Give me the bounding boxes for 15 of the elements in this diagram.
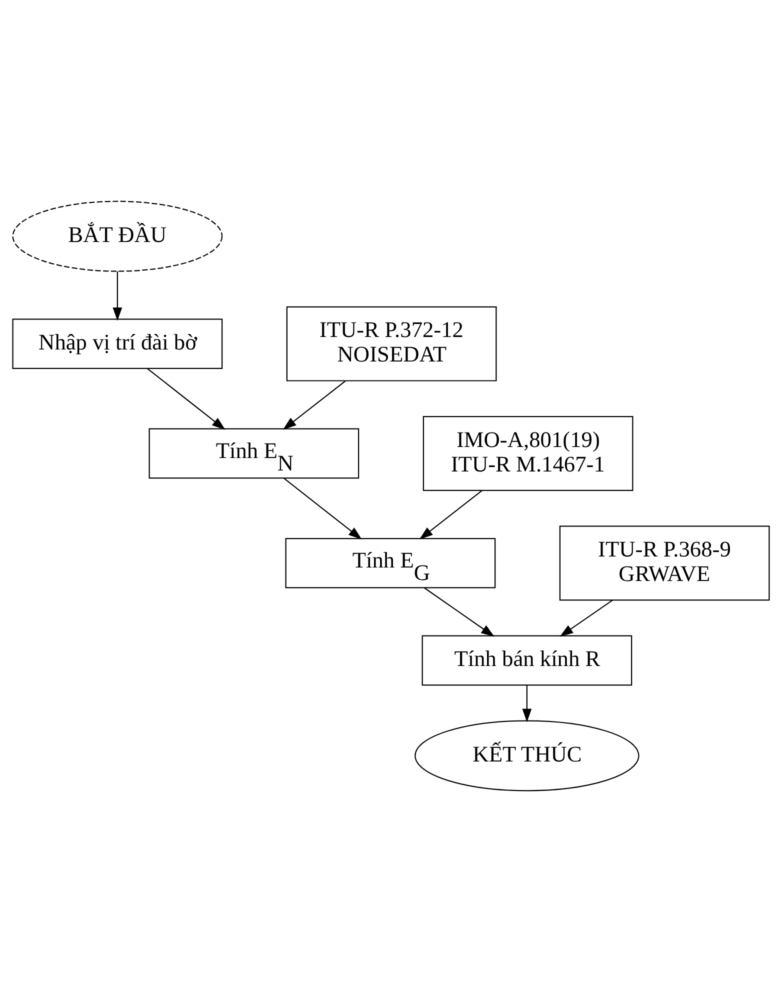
node-box: ITU-R P.372-12 NOISEDAT	[286, 306, 497, 382]
node-ellipse: BẮT ĐẦU	[12, 200, 223, 272]
arrow	[147, 368, 226, 430]
arrow	[419, 490, 482, 540]
node-box: ITU-R P.368-9 GRWAVE	[559, 526, 770, 601]
arrow	[424, 587, 495, 637]
arrow	[282, 380, 346, 430]
arrow	[522, 686, 532, 722]
node-box: Nhập vị trí đài bờ	[12, 318, 223, 369]
arrow	[560, 600, 613, 637]
arrow	[284, 478, 362, 540]
node-ellipse: KẾT THÚC	[414, 720, 640, 792]
arrow	[112, 271, 122, 321]
node-box: Tính bán kính R	[422, 635, 632, 686]
node-box: IMO-A,801(19) ITU-R M.1467-1	[422, 416, 634, 491]
